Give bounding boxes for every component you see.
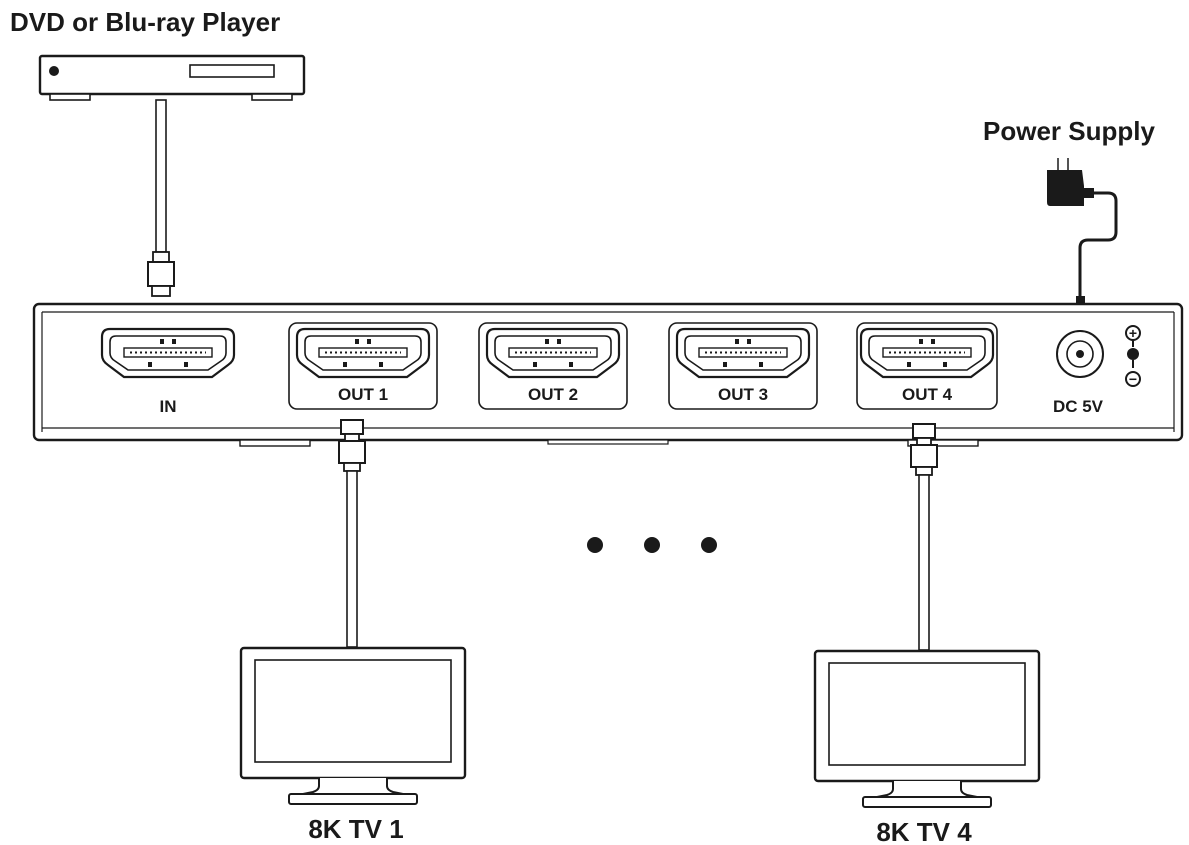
input-cable-boot [152,251,170,263]
dvd-power-indicator [49,66,59,76]
dvd-foot-left [49,93,91,101]
power-supply: Power Supply [983,116,1155,310]
splitter-foot-mid [547,439,669,445]
dc-jack-label: DC 5V [1053,397,1104,416]
splitter-foot-left [239,439,311,447]
display-tv-1: 8K TV 1 [239,646,467,844]
power-cable [1078,191,1118,296]
dc-jack: DC 5V [1053,330,1104,416]
splitter-foot-right [907,439,979,447]
port-out-2-label: OUT 2 [528,385,578,404]
hdmi-splitter: IN OUT 1 OUT 2 OUT 3 OUT 4 [32,302,1184,447]
port-out-4-label: OUT 4 [902,385,953,404]
input-hdmi-plug [147,261,175,287]
port-out-2: OUT 2 [478,322,628,410]
display-tv-1-label: 8K TV 1 [308,814,403,844]
port-in-label: IN [160,397,177,416]
power-supply-label: Power Supply [983,116,1155,146]
port-out-1-label: OUT 1 [338,385,388,404]
display-tv-4: 8K TV 4 [813,649,1041,845]
dvd-foot-right [251,93,293,101]
output-cable-1 [338,419,366,648]
port-out-1: OUT 1 [288,322,438,410]
dvd-disc-tray [189,64,275,78]
polarity-plus-sign: + [1129,325,1137,341]
dvd-player: DVD or Blu-ray Player [10,7,306,101]
ellipsis-dots [587,537,717,553]
port-out-4: OUT 4 [856,322,998,410]
power-adapter-icon [1047,170,1084,206]
port-in: IN [100,327,236,416]
polarity-icon: + − [1125,325,1141,387]
display-tv-4-label: 8K TV 4 [876,817,972,845]
port-out-3: OUT 3 [668,322,818,410]
port-out-3-label: OUT 3 [718,385,768,404]
output-cable-4 [910,423,938,651]
input-cable [147,99,175,297]
polarity-minus-sign: − [1129,371,1137,387]
source-label: DVD or Blu-ray Player [10,7,280,37]
